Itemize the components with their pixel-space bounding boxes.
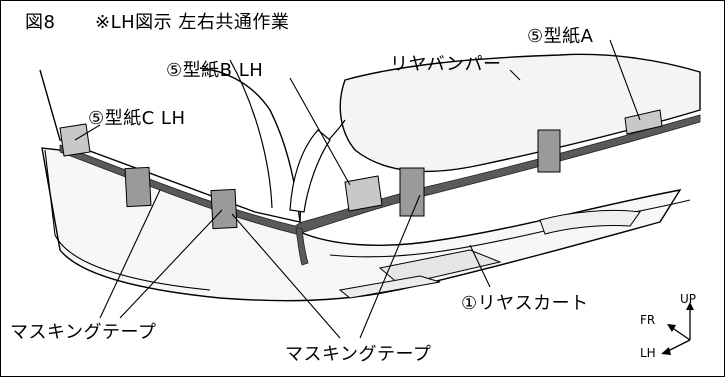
figure-note: ※LH図示 左右共通作業	[95, 12, 290, 33]
label-pattern-c: ⑤型紙C LH	[88, 108, 186, 129]
skirt-diffuser-fin	[378, 249, 502, 286]
tape-patch	[210, 188, 238, 230]
label-pattern-b: ⑤型紙B LH	[166, 60, 264, 81]
label-pattern-a: ⑤型紙A	[527, 26, 594, 47]
label-masking-tape-center: マスキングテープ	[285, 344, 432, 365]
label-rear-skirt: ①リヤスカート	[461, 293, 589, 314]
masking-tape-strip	[59, 114, 701, 235]
tape-patch	[537, 129, 561, 173]
leader-tape-left-2	[119, 209, 223, 319]
skirt-lower-fin	[338, 275, 441, 299]
axis-label-lh: LH	[640, 346, 656, 360]
pattern-a-patch	[624, 109, 663, 135]
skirt-crease	[329, 199, 691, 258]
bumper-corner-outline	[39, 67, 301, 223]
leader-tape-left-1	[99, 189, 161, 319]
bumper-corner-edge	[229, 59, 273, 209]
leader-pattern-a	[609, 39, 641, 121]
label-rear-bumper: リヤバンパー	[390, 54, 502, 75]
skirt-side-vent	[539, 209, 641, 235]
leader-tape-center-2	[359, 194, 421, 339]
tape-drop-strip	[295, 227, 309, 266]
lamp-cutout	[289, 129, 331, 213]
leader-pattern-c	[74, 124, 101, 141]
figure-number: 図8	[25, 12, 56, 33]
leader-rear-skirt	[469, 244, 491, 288]
tape-patch	[124, 166, 152, 208]
leader-rear-bumper	[509, 69, 521, 81]
orientation-arrows	[661, 302, 694, 355]
rear-skirt-body	[41, 147, 682, 302]
axis-label-up: UP	[680, 292, 697, 306]
axis-label-fr: FR	[640, 313, 656, 327]
leader-tape-center-1	[231, 213, 341, 339]
label-masking-tape-left: マスキングテープ	[10, 322, 157, 343]
leader-pattern-b	[289, 77, 351, 186]
skirt-inner-line	[44, 149, 211, 291]
pattern-b-patch	[344, 175, 383, 212]
tape-patch	[399, 167, 425, 217]
